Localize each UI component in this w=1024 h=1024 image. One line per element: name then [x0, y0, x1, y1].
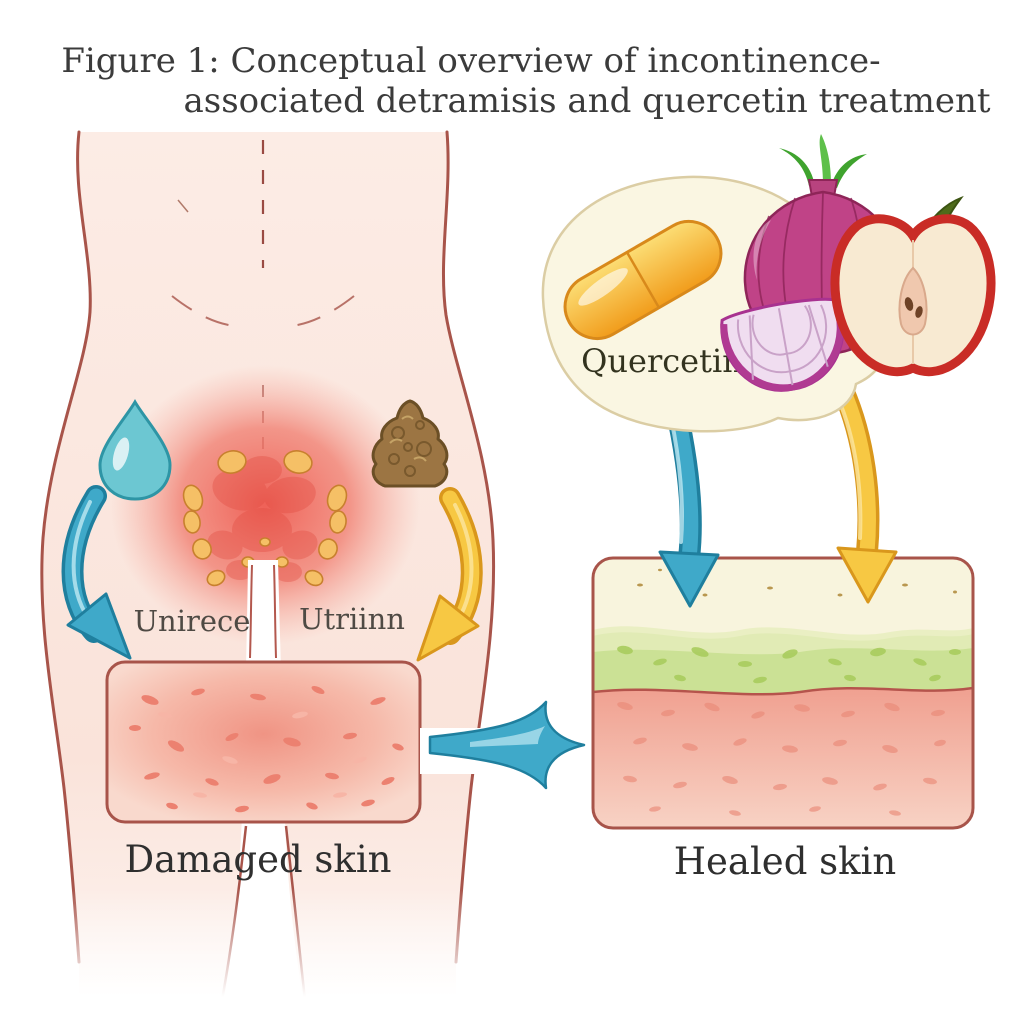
damaged-skin-label: Damaged skin — [125, 838, 392, 881]
feces-icon — [371, 399, 449, 488]
title-line-2: associated detramisis and quercetin trea… — [183, 81, 990, 121]
yellow-curved-arrow-icon — [416, 487, 483, 662]
irritation-marks — [182, 450, 348, 587]
bottom-fade — [0, 888, 560, 1024]
urine-label-right: Utriinn — [299, 602, 405, 636]
water-drop-icon — [98, 399, 172, 501]
hip-crease-left — [171, 295, 235, 327]
damaged-skin-texture — [129, 685, 404, 813]
figure-title: Figure 1: Conceptual overview of inconti… — [61, 41, 991, 121]
apple-half-icon — [830, 195, 996, 377]
green-layer-cells — [617, 645, 961, 684]
title-line-1: Figure 1: Conceptual overview of inconti… — [61, 41, 880, 81]
epidermis-specks — [637, 568, 957, 597]
dermis-cells — [617, 702, 946, 816]
blue-curved-arrow-icon — [61, 485, 132, 660]
hip-crease-right — [291, 295, 355, 327]
damaged-skin-illustration — [105, 660, 422, 824]
dermis-layer — [593, 688, 973, 828]
quercetin-label: Quercetin — [581, 342, 743, 380]
inflammation-icon — [110, 365, 420, 645]
quercetin-capsule-icon — [563, 220, 723, 340]
urine-label-left: Unirece — [134, 604, 251, 638]
yellow-down-arrow-icon — [832, 379, 898, 604]
healed-skin-illustration — [591, 556, 975, 830]
onion-slice-icon — [720, 297, 845, 392]
healed-skin-label: Healed skin — [674, 840, 896, 883]
